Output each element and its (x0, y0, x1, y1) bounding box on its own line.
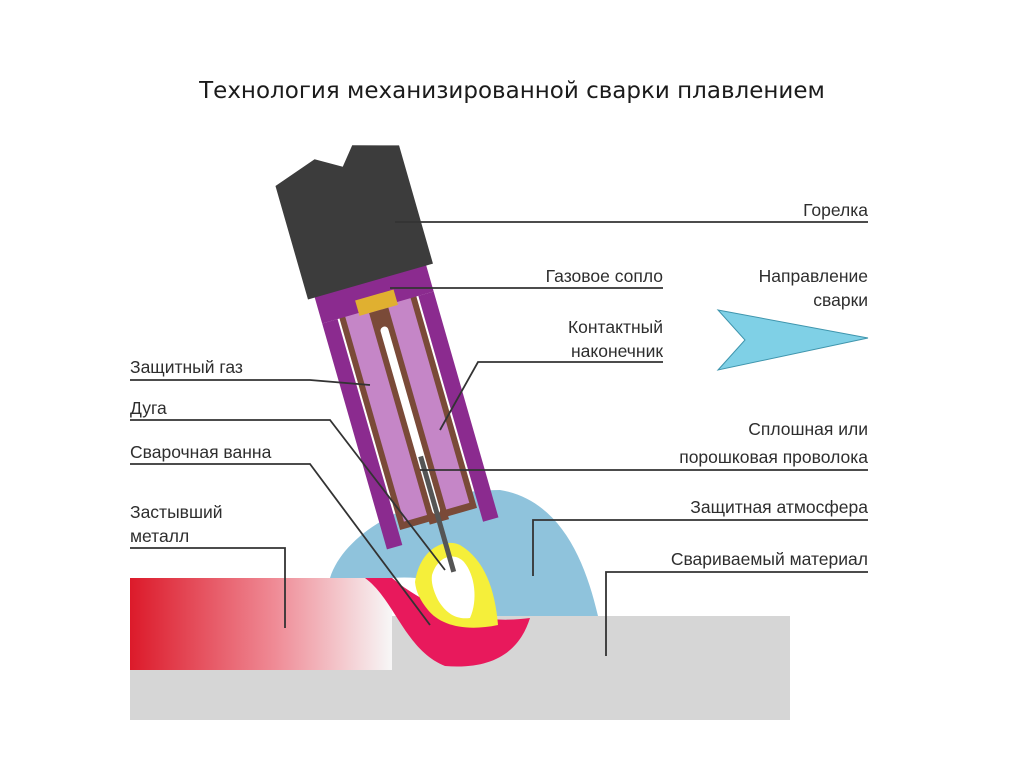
leader-weld-pool (130, 463, 431, 626)
welding-wire (418, 455, 457, 573)
solidified-metal (130, 578, 392, 670)
label-shield-gas: Защитный газ (130, 357, 243, 377)
leader-arc (130, 419, 446, 571)
torch-body (275, 145, 433, 300)
label-gas-nozzle: Газовое сопло (546, 266, 663, 286)
gas-nozzle-top (313, 262, 434, 324)
nozzle-wall-left (322, 319, 403, 550)
label-wire-line2: порошковая проволока (679, 447, 868, 467)
label-contact-tip-line1: Контактный (568, 317, 663, 337)
label-arc: Дуга (130, 398, 167, 418)
direction-arrow (716, 309, 869, 371)
label-atmosphere: Защитная атмосфера (690, 497, 868, 517)
leader-shield-gas (130, 379, 371, 386)
label-direction-line2: сварки (813, 290, 868, 310)
label-direction-line1: Направление (759, 266, 868, 286)
contact-tip (355, 289, 398, 316)
label-contact-tip-line2: наконечник (571, 341, 663, 361)
nozzle-wall-right (418, 291, 499, 522)
label-base-material: Свариваемый материал (671, 549, 868, 569)
label-torch: Горелка (803, 200, 868, 220)
label-solid-metal-line2: металл (130, 526, 189, 546)
label-weld-pool: Сварочная ванна (130, 442, 272, 462)
leader-atmosphere (532, 519, 868, 576)
arc-core (431, 556, 475, 619)
welding-torch (275, 145, 499, 573)
page-title: Технология механизированной сварки плавл… (199, 78, 825, 104)
leader-contact-tip (439, 361, 663, 431)
label-wire-line1: Сплошная или (748, 419, 868, 439)
leader-base-material (605, 571, 868, 656)
leader-solid-metal (130, 547, 286, 628)
label-solid-metal-line1: Застывший (130, 502, 223, 522)
